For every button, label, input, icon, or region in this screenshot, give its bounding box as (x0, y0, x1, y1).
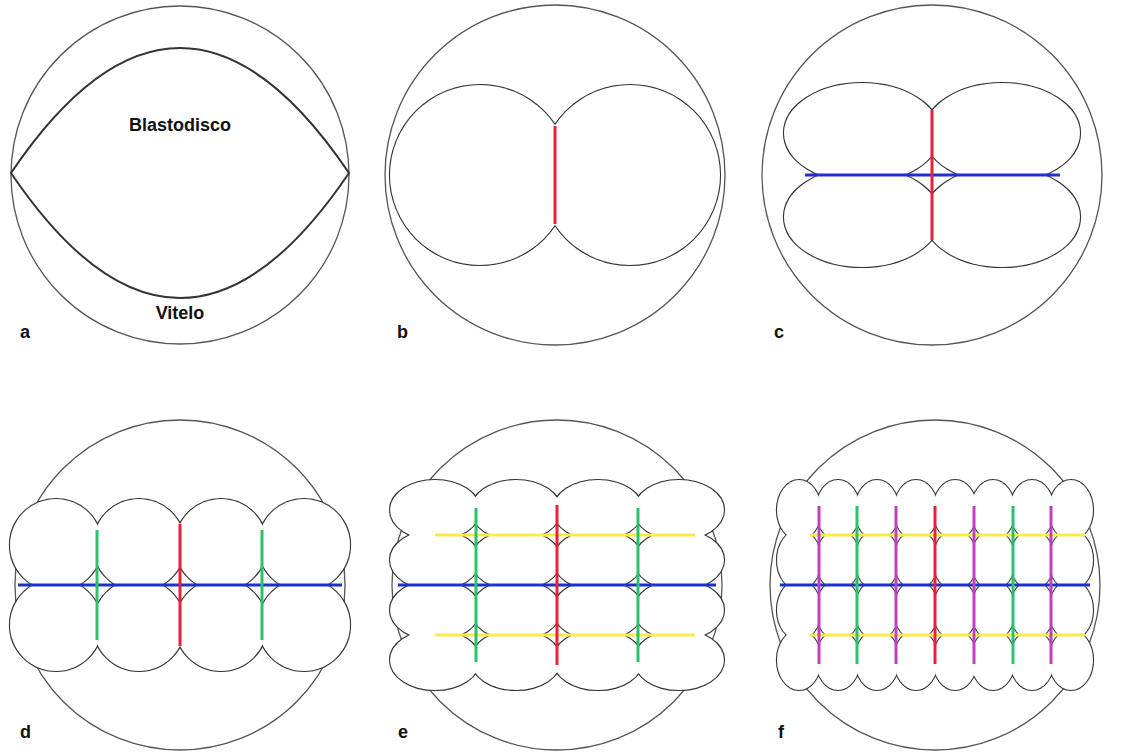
cleavage-furrow (810, 534, 1085, 537)
cleavage-furrow (1012, 506, 1015, 664)
blastomeres (10, 499, 350, 671)
blastomeres (390, 480, 724, 690)
panel-letter: a (20, 322, 30, 343)
cleavage-furrow (973, 506, 976, 664)
cleavage-furrow (475, 508, 478, 662)
yolk-circle-outline (10, 5, 350, 345)
cleavage-furrow (435, 634, 695, 637)
egg-outline (15, 420, 345, 750)
cleavage-furrow (179, 524, 182, 646)
blastomeres (390, 85, 720, 265)
cleavage-furrow (261, 530, 264, 640)
cleavage-furrow (810, 634, 1085, 637)
yolk-circle: Vitelo Blastodisco (10, 5, 350, 345)
cleavage-furrow (895, 506, 898, 664)
cleavage-furrow (1050, 506, 1053, 664)
cleavage-furrow (637, 508, 640, 662)
region-label: Vitelo (10, 303, 350, 324)
cleavage-furrow (934, 506, 937, 664)
panel-letter: f (778, 722, 784, 743)
panel-letter: d (20, 722, 31, 743)
cleavage-furrow (96, 530, 99, 640)
blastomeres (777, 480, 1093, 690)
cleavage-furrow (554, 126, 557, 224)
egg-outline (762, 5, 1102, 345)
region-label: Blastodisco (10, 115, 350, 136)
cleavage-furrow (435, 534, 695, 537)
cleavage-furrow (556, 505, 559, 665)
egg-outline (392, 420, 722, 750)
egg-outline (385, 5, 725, 345)
egg-outline (770, 420, 1100, 750)
cleavage-furrow (931, 110, 934, 240)
blastodisc-lens: Blastodisco (10, 43, 350, 303)
cleavage-furrow (856, 506, 859, 664)
blastodisc-lens-outline (10, 43, 350, 303)
panel-letter: b (397, 322, 408, 343)
panel-letter: c (774, 322, 784, 343)
cleavage-furrow (818, 506, 821, 664)
panel-letter: e (398, 722, 408, 743)
blastomeres (784, 83, 1080, 267)
